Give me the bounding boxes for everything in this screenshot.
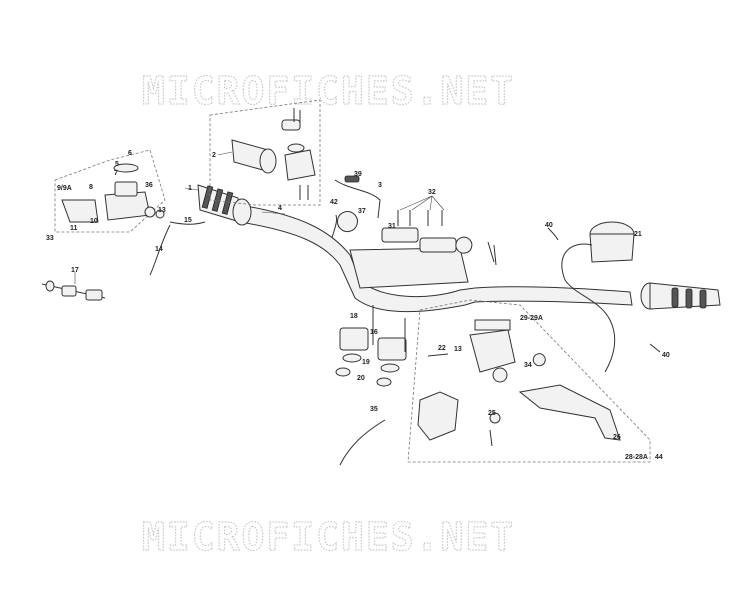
callout-36: 36 — [145, 182, 153, 189]
callout-44: 44 — [655, 454, 663, 461]
callout-40a: 40 — [545, 222, 553, 229]
callout-35: 35 — [370, 406, 378, 413]
callout-26: 26 — [613, 434, 621, 441]
callout-6: 6 — [128, 150, 132, 157]
callout-16: 16 — [370, 329, 378, 336]
watermark-top: MICROFICHES.NET — [142, 69, 515, 113]
callout-8: 8 — [89, 184, 93, 191]
part-17-linkage — [41, 272, 106, 301]
callout-18: 18 — [350, 313, 358, 320]
callout-39: 39 — [354, 171, 362, 178]
callout-15: 15 — [184, 217, 192, 224]
callout-14: 14 — [155, 246, 163, 253]
callout-34: 34 — [524, 362, 532, 369]
callout-4: 4 — [278, 205, 282, 212]
callout-32: 32 — [428, 189, 436, 196]
callout-5: 5 — [115, 161, 119, 168]
callout-7: 7 — [114, 170, 118, 177]
callout-3: 3 — [378, 182, 382, 189]
callout-9: 9/9A — [57, 185, 72, 192]
callout-42: 42 — [330, 199, 338, 206]
watermark-bottom: MICROFICHES.NET — [142, 515, 515, 559]
bar-clamp-top — [381, 195, 497, 266]
handlebar — [239, 204, 633, 313]
left-grip — [184, 184, 252, 226]
callout-28: 28-28A — [625, 454, 648, 461]
throttle-assembly — [209, 99, 321, 206]
callout-19: 19 — [362, 359, 370, 366]
left-master-cylinder — [54, 149, 206, 276]
callout-13b: 13 — [454, 346, 462, 353]
callout-1: 1 — [188, 185, 192, 192]
callout-21: 21 — [634, 231, 642, 238]
callout-29: 29-29A — [520, 315, 543, 322]
callout-11: 11 — [70, 225, 78, 232]
brake-assembly — [407, 299, 651, 463]
callout-40b: 40 — [662, 352, 670, 359]
throttle-cables — [331, 175, 381, 239]
callout-13a: 13 — [158, 207, 166, 214]
callout-33: 33 — [46, 235, 54, 242]
callout-37: 37 — [358, 208, 366, 215]
callout-10: 10 — [90, 218, 98, 225]
callout-17: 17 — [71, 267, 79, 274]
callout-20: 20 — [357, 375, 365, 382]
right-grip — [640, 282, 721, 310]
right-switch — [547, 221, 661, 373]
callout-31: 31 — [388, 223, 396, 230]
callout-22: 22 — [438, 345, 446, 352]
bar-clamp-lower — [335, 305, 407, 387]
callout-2: 2 — [212, 152, 216, 159]
cable-35 — [339, 419, 386, 466]
callout-25: 25 — [488, 410, 496, 417]
